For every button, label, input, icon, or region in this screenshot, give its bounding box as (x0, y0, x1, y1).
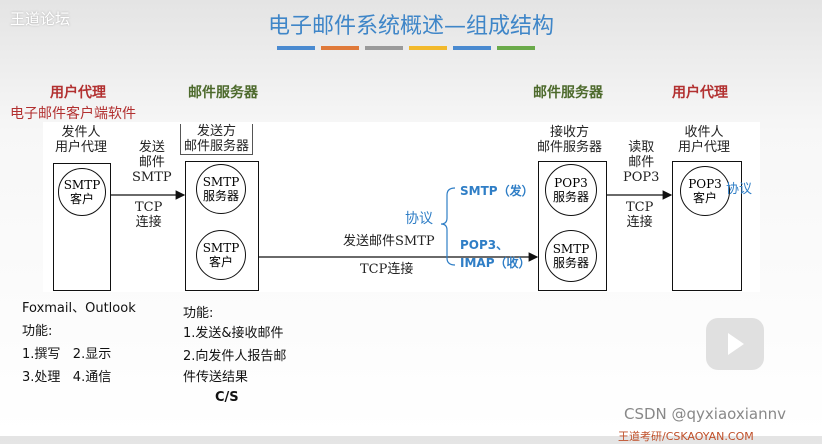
func-left-2: 3.处理 4.通信 (22, 370, 112, 385)
imap-label: IMAP（收） (460, 256, 531, 270)
func-mid: 功能: (183, 306, 214, 321)
bar (277, 46, 315, 50)
bar (321, 46, 359, 50)
bar (453, 46, 491, 50)
sender-server-text: 发送方 邮件服务器 (180, 124, 254, 155)
receiver-ua-label: 收件人 用户代理 (678, 125, 731, 155)
server-right-header: 邮件服务器 (533, 85, 603, 101)
receiver-server-label: 接收方 邮件服务器 (537, 125, 603, 155)
ua-right-header: 用户代理 (672, 85, 728, 101)
csdn-watermark: CSDN @qyxiaoxiannv (624, 405, 787, 423)
func-mid-1: 1.发送&接收邮件 (183, 326, 284, 341)
tcp-label-2: TCP 连接 (626, 200, 654, 230)
mid-tcp-label: TCP连接 (360, 262, 414, 277)
bar (409, 46, 447, 50)
pop3-server-circle: POP3 服务器 (545, 164, 597, 216)
ua-left-sub: 电子邮件客户端软件 (10, 106, 136, 122)
cs-label: C/S (215, 390, 239, 405)
pop3-label: POP3、 (460, 238, 509, 252)
protocol-label: 协议 (405, 211, 433, 227)
server-left-header: 邮件服务器 (188, 85, 258, 101)
send-label: 发送 邮件 SMTP (132, 140, 172, 185)
color-bars (277, 46, 535, 50)
func-mid-3: 件传送结果 (183, 370, 249, 385)
func-mid-2: 2.向发件人报告邮 (183, 349, 287, 364)
brace (440, 187, 456, 266)
bar (497, 46, 535, 50)
func-left-1: 1.撰写 2.显示 (22, 347, 112, 362)
bottom-watermark: 王道考研/CSKAOYAN.COM (618, 430, 754, 443)
pop3-client-circle: POP3 客户 (680, 166, 730, 216)
apps-text: Foxmail、Outlook (22, 301, 136, 316)
read-label: 读取 邮件 POP3 (623, 140, 660, 185)
bar (365, 46, 403, 50)
smtp-send-label: SMTP（发） (460, 184, 534, 198)
sender-ua-label: 发件人 用户代理 (55, 125, 108, 155)
protocol-label-2: 协议 (726, 182, 753, 197)
smtp-client-circle-2: SMTP 客户 (196, 230, 246, 280)
smtp-client-circle: SMTP 客户 (58, 168, 106, 216)
play-button[interactable] (706, 318, 764, 370)
play-icon (728, 333, 744, 355)
ua-left-header: 用户代理 (50, 85, 106, 101)
smtp-server-circle-2: SMTP 服务器 (545, 230, 597, 282)
tcp-label-1: TCP 连接 (135, 200, 163, 230)
sender-server-label: 发送方 邮件服务器 (180, 124, 254, 155)
mid-send-label: 发送邮件SMTP (343, 234, 435, 249)
diagram-area (43, 122, 760, 292)
smtp-server-circle: SMTP 服务器 (196, 164, 246, 214)
func-left: 功能: (22, 324, 53, 339)
page-title: 电子邮件系统概述—组成结构 (267, 14, 554, 39)
logo-watermark: 王道论坛 (10, 10, 71, 28)
